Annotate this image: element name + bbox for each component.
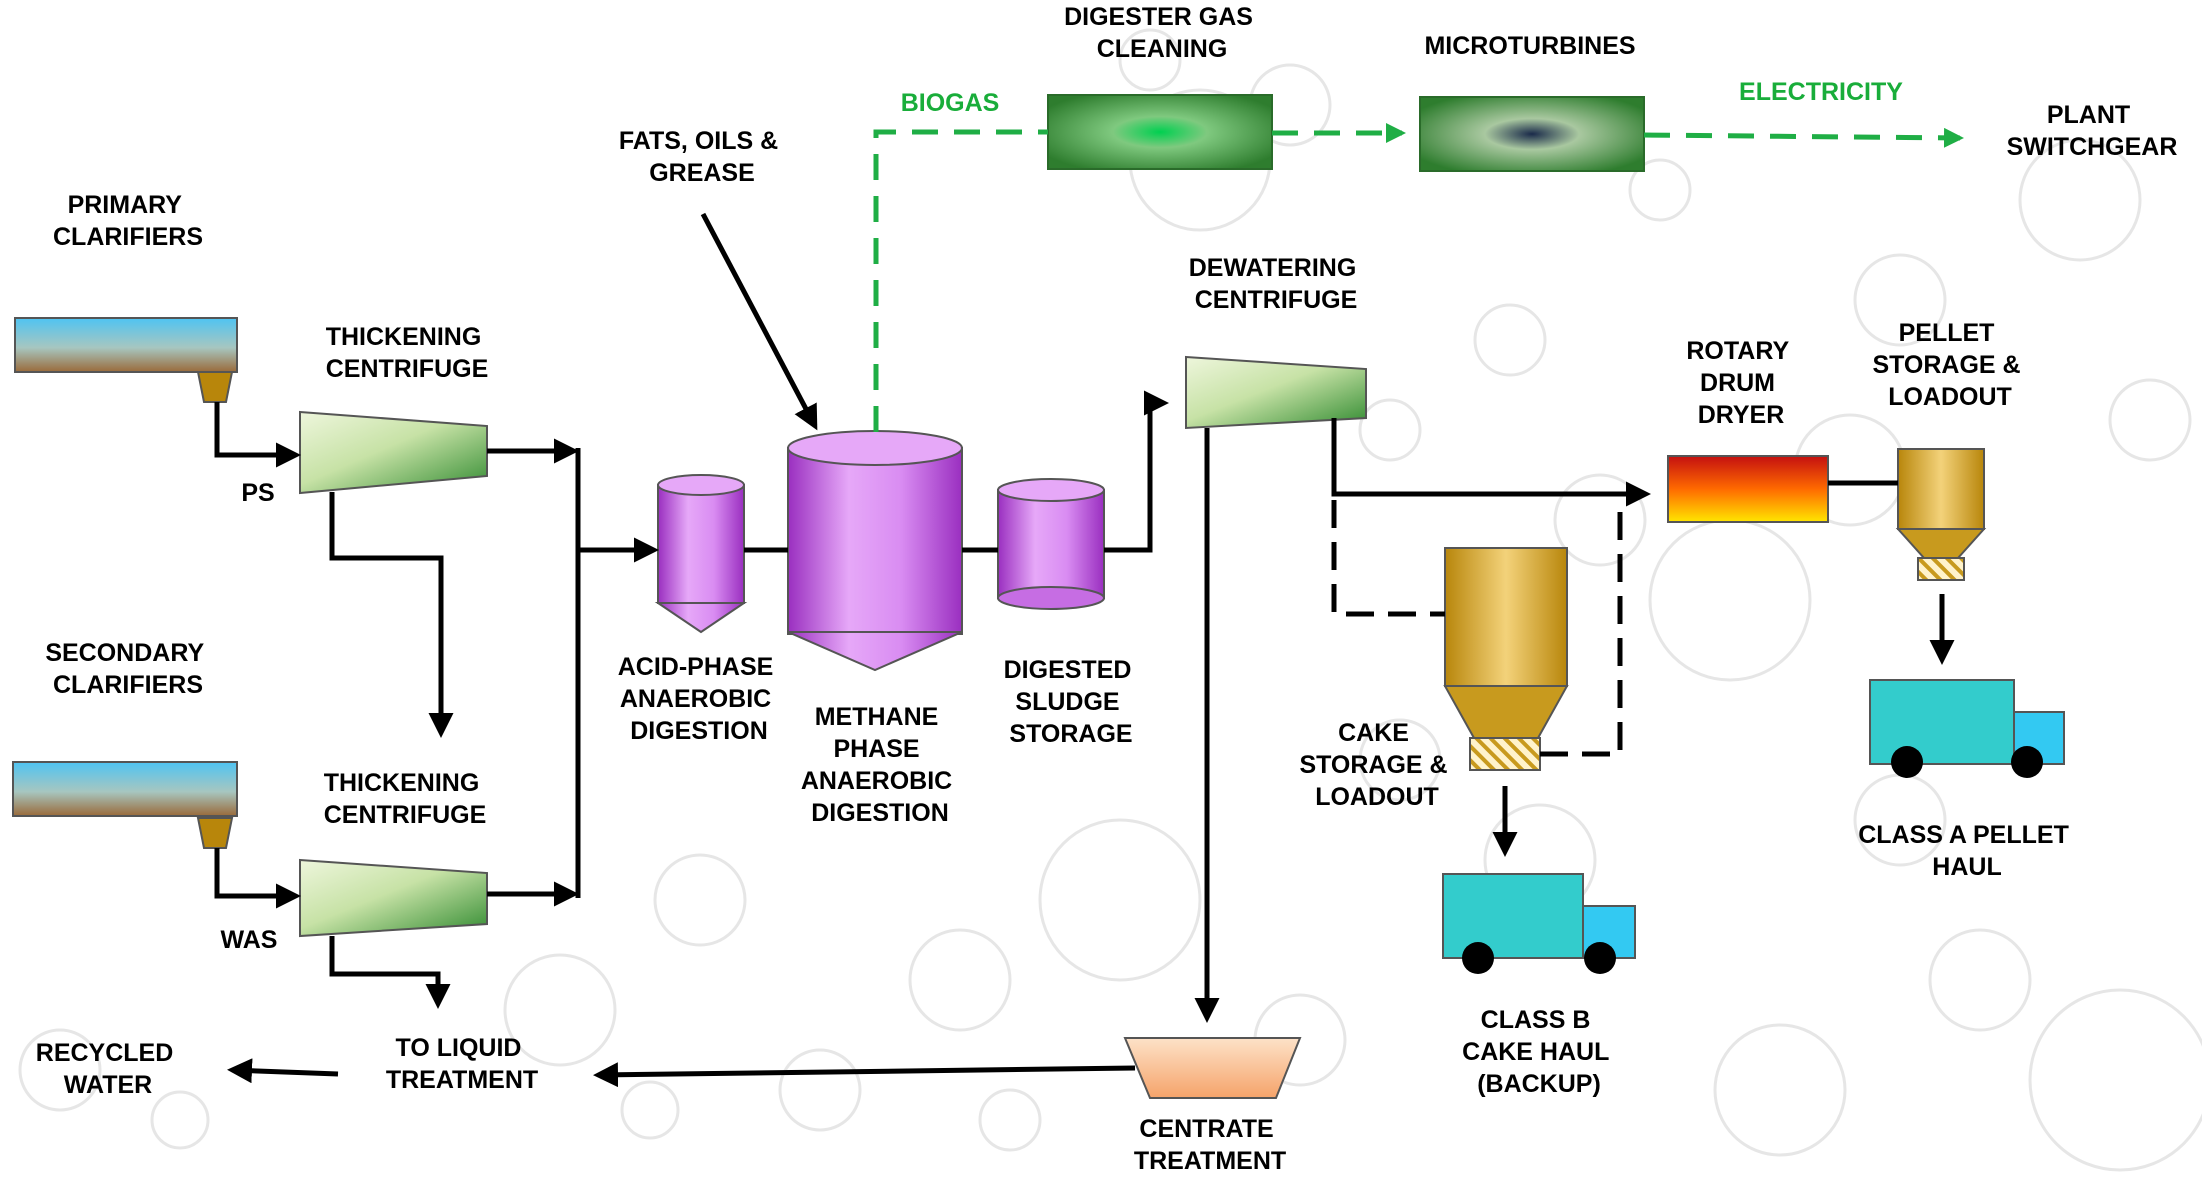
- label-recycled-water: RECYCLED WATER: [36, 1039, 180, 1099]
- thickening-centrifuge-2: [299, 858, 488, 938]
- label-plant-switchgear: PLANT SWITCHGEAR: [2007, 101, 2178, 161]
- label-biogas: BIOGAS: [901, 89, 1000, 117]
- label-cake-storage: CAKE STORAGE & LOADOUT: [1299, 719, 1454, 811]
- digester-gas-cleaning-unit: [1047, 94, 1273, 170]
- microturbine-unit: [1419, 96, 1645, 172]
- label-digester-gas-cleaning: DIGESTER GAS CLEANING: [1064, 3, 1260, 63]
- label-electricity: ELECTRICITY: [1739, 78, 1903, 106]
- label-rotary-drum-dryer: ROTARY DRUM DRYER: [1686, 337, 1795, 429]
- label-digested-sludge-storage: DIGESTED SLUDGE STORAGE: [1004, 656, 1139, 748]
- thickening-centrifuge-1: [299, 410, 488, 495]
- acid-phase-digester: [654, 474, 748, 634]
- label-microturbines: MICROTURBINES: [1424, 32, 1635, 60]
- background-bubbles: [18, 28, 2202, 1172]
- rotary-drum-dryer: [1667, 455, 1829, 523]
- label-dewatering-centrifuge: DEWATERING CENTRIFUGE: [1189, 254, 1364, 314]
- label-methane-phase-digestion: METHANE PHASE ANAEROBIC DIGESTION: [801, 703, 959, 827]
- label-fats-oils-grease: FATS, OILS & GREASE: [619, 127, 785, 187]
- label-acid-phase-digestion: ACID-PHASE ANAEROBIC DIGESTION: [618, 653, 781, 745]
- label-was: WAS: [221, 926, 278, 954]
- label-secondary-clarifiers: SECONDARY CLARIFIERS: [45, 639, 210, 699]
- label-class-b-cake-haul: CLASS B CAKE HAUL (BACKUP): [1462, 1006, 1616, 1098]
- label-class-a-pellet-haul: CLASS A PELLET HAUL: [1858, 821, 2076, 881]
- label-thickening-centrifuge-2: THICKENING CENTRIFUGE: [324, 769, 487, 829]
- label-centrate-treatment: CENTRATE TREATMENT: [1134, 1115, 1286, 1175]
- digested-sludge-storage: [997, 478, 1105, 610]
- process-lines: [214, 212, 1955, 1088]
- dewatering-centrifuge: [1185, 355, 1367, 430]
- gas-and-power-lines: [873, 123, 1964, 432]
- label-ps: PS: [241, 479, 274, 507]
- cake-storage-silo: [1443, 547, 1569, 771]
- backup-lines: [1331, 500, 1623, 757]
- primary-clarifier: [14, 317, 238, 403]
- label-primary-clarifiers: PRIMARY CLARIFIERS: [53, 191, 203, 251]
- label-thickening-centrifuge-1: THICKENING CENTRIFUGE: [326, 323, 489, 383]
- pellet-storage-silo: [1895, 448, 1987, 581]
- centrate-treatment-basin: [1123, 1037, 1302, 1099]
- secondary-clarifier: [12, 761, 238, 849]
- class-a-truck-icon: [1869, 679, 2065, 778]
- label-pellet-storage: PELLET STORAGE & LOADOUT: [1872, 319, 2027, 411]
- methane-phase-digester: [787, 430, 963, 672]
- class-b-truck-icon: [1442, 873, 1636, 974]
- label-to-liquid-treatment: TO LIQUID TREATMENT: [386, 1034, 538, 1094]
